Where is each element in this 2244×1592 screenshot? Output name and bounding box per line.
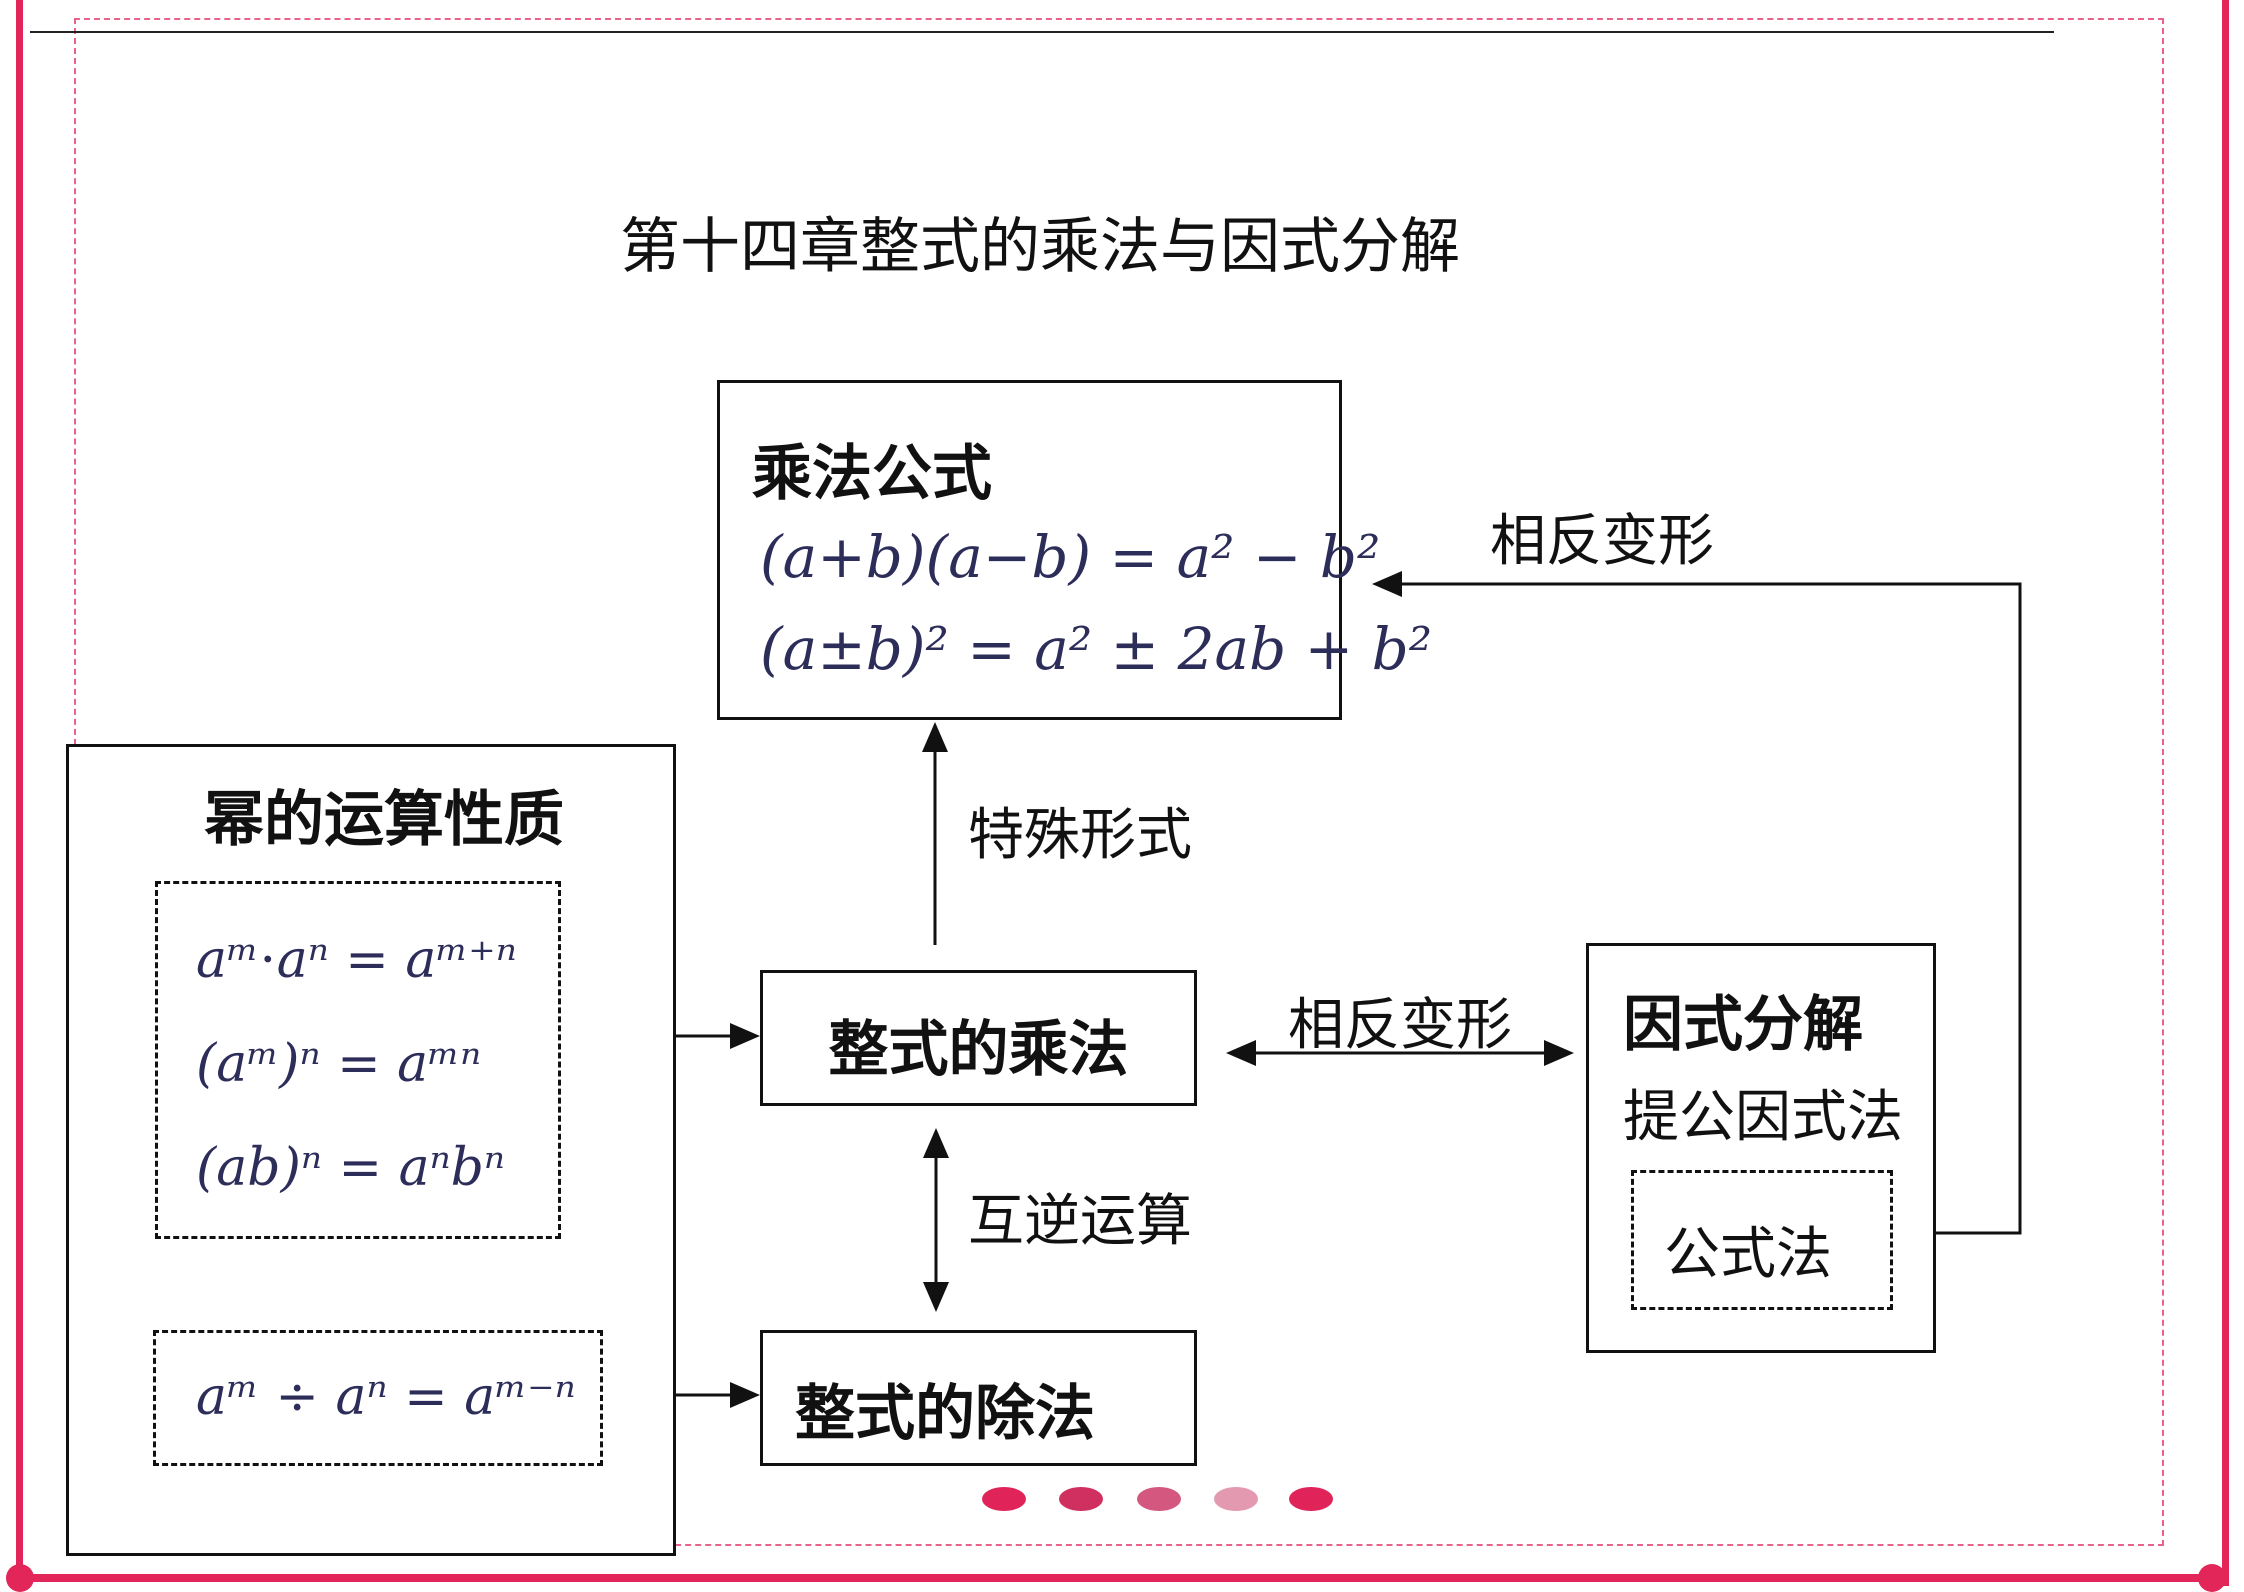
factorization-heading: 因式分解 xyxy=(1623,990,1863,1060)
pager-dot-2[interactable] xyxy=(1059,1487,1103,1511)
frame-left-border xyxy=(16,0,23,1586)
edge-label-special-form: 特殊形式 xyxy=(968,803,1192,868)
formula-power-of-product: (ab)ⁿ = aⁿbⁿ xyxy=(196,1138,506,1198)
node-multiplication-formulas: 乘法公式 (a+b)(a−b) = a² − b² (a±b)² = a² ± … xyxy=(717,380,1432,720)
arrow-reverse-transform-top xyxy=(1390,582,2022,1235)
arrow-head-up-formula xyxy=(922,722,948,752)
arrow-head-left-top xyxy=(1372,571,1402,597)
formula-method-box: 公式法 xyxy=(1631,1170,1893,1310)
division-rule-group: aᵐ ÷ aⁿ = aᵐ⁻ⁿ xyxy=(153,1330,603,1466)
formula-quotient-of-powers: aᵐ ÷ aⁿ = aᵐ⁻ⁿ xyxy=(196,1367,576,1427)
frame-bottom-border xyxy=(16,1574,2229,1582)
arrow-head-right-div xyxy=(730,1382,760,1408)
page-title: 第十四章整式的乘法与因式分解 xyxy=(620,212,1460,282)
formula-power-of-power: (aᵐ)ⁿ = aᵐⁿ xyxy=(196,1034,482,1094)
pager-dot-3[interactable] xyxy=(1137,1487,1181,1511)
top-rule xyxy=(30,31,2054,33)
formula-perfect-square: (a±b)² = a² ± 2ab + b² xyxy=(760,615,1433,683)
factorization-formula-method: 公式法 xyxy=(1664,1222,1832,1287)
power-box-heading: 幂的运算性质 xyxy=(204,785,564,855)
formula-box-heading: 乘法公式 xyxy=(752,439,992,509)
pager-dot-1[interactable] xyxy=(982,1487,1026,1511)
pager-dot-4[interactable] xyxy=(1214,1487,1258,1511)
arrow-head-left-mid xyxy=(1226,1040,1256,1066)
pager-dot-5[interactable] xyxy=(1289,1487,1333,1511)
arrow-head-down-inverse xyxy=(923,1282,949,1312)
frame-right-border xyxy=(2222,0,2229,1586)
division-label: 整式的除法 xyxy=(795,1379,1095,1449)
arrow-head-up-inverse xyxy=(923,1128,949,1158)
edge-label-reverse-transform-mid: 相反变形 xyxy=(1288,993,1512,1058)
edge-label-reverse-transform-top: 相反变形 xyxy=(1490,509,1714,574)
arrow-head-right-mult xyxy=(730,1023,760,1049)
node-polynomial-multiplication: 整式的乘法 xyxy=(760,970,1197,1106)
factorization-common-factor: 提公因式法 xyxy=(1623,1085,1903,1150)
arrow-head-right-mid xyxy=(1544,1040,1574,1066)
node-polynomial-division: 整式的除法 xyxy=(760,1330,1197,1466)
power-rules-group: aᵐ⋅aⁿ = aᵐ⁺ⁿ (aᵐ)ⁿ = aᵐⁿ (ab)ⁿ = aⁿbⁿ xyxy=(155,881,561,1239)
multiplication-label: 整式的乘法 xyxy=(828,1015,1129,1085)
node-factorization: 因式分解 提公因式法 公式法 xyxy=(1586,943,1936,1353)
edge-label-inverse-operation: 互逆运算 xyxy=(968,1189,1192,1254)
formula-difference-of-squares: (a+b)(a−b) = a² − b² xyxy=(760,523,1381,591)
formula-product-of-powers: aᵐ⋅aⁿ = aᵐ⁺ⁿ xyxy=(196,930,517,990)
